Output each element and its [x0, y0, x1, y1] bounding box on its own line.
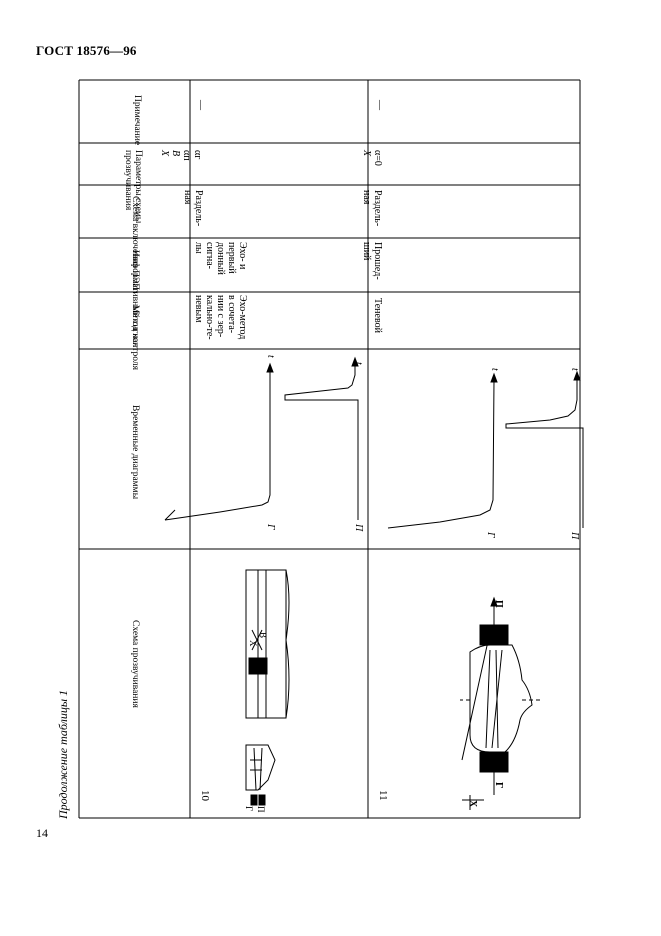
- row11-signal: Прошед- ший: [361, 242, 383, 280]
- row10-scheme-g: Г: [244, 806, 254, 812]
- row10-param-3: В: [170, 150, 181, 157]
- page-number: 14: [36, 826, 48, 840]
- time-diagram-row10: [164, 356, 359, 521]
- row10-method-4: кально-те-: [204, 295, 215, 340]
- time-diagram-row11: [387, 370, 584, 529]
- row11-pep-2: ная: [361, 190, 372, 205]
- row10-signal-3: донный: [215, 242, 226, 275]
- row11-param-2: Х: [361, 150, 372, 157]
- row10-method-2: в сочета-: [226, 295, 237, 334]
- row11-method-1: Теневой: [372, 298, 383, 333]
- row11-scheme-x: Х: [467, 800, 478, 808]
- row10-scheme-x: Х: [248, 640, 258, 647]
- row11-signal-2: ший: [361, 242, 372, 261]
- row10-method-1: Эхо-метод: [237, 295, 248, 340]
- row11-method: Теневой: [372, 298, 383, 333]
- scheme-row11: [460, 596, 540, 810]
- row10-param-2: αп: [181, 150, 192, 161]
- row11-diag-p: П: [569, 532, 580, 540]
- row10-note: —: [195, 100, 206, 110]
- row11-diag-t1: t: [489, 368, 500, 371]
- row10-pep-1: Раздель-: [193, 190, 204, 227]
- row10-method-5: невым: [193, 295, 204, 323]
- row10-diag-t1: t: [265, 355, 276, 358]
- row10-params: αг αп В Х: [159, 150, 203, 161]
- row10-diag-g: Г: [265, 524, 276, 530]
- row11-pep: Раздель- ная: [361, 190, 383, 226]
- row10-pep: Раздель- ная: [182, 190, 204, 226]
- scheme-row10-sketch: [245, 744, 276, 806]
- row10-pep-2: ная: [182, 190, 193, 205]
- header-sounding-scheme: Схема прозвучивания: [130, 620, 140, 708]
- row11-scheme-p: П: [493, 600, 504, 608]
- row10-signal-1: Эхо- и: [237, 242, 248, 270]
- row10-method: Эхо-метод в сочета- нии с зер- кально-те…: [193, 295, 248, 340]
- row10-method-3: нии с зер-: [215, 295, 226, 338]
- row10-scheme-p: П: [256, 806, 266, 813]
- scheme-row10-block: [245, 569, 290, 719]
- row11-note: —: [374, 100, 385, 110]
- row11-number: 11: [377, 790, 389, 801]
- header-method: Метод контроля: [130, 305, 140, 370]
- row11-scheme-g: Г: [493, 782, 504, 789]
- row11-diag-t2: t: [569, 368, 580, 371]
- row11-params: α=0 Х: [361, 150, 383, 166]
- row10-signal-2: первый: [226, 242, 237, 274]
- row10-signal-5: лы: [193, 242, 204, 254]
- row10-param-1: αг: [192, 150, 203, 160]
- row11-diag-g: Г: [485, 532, 496, 538]
- row10-diag-p: П: [353, 524, 364, 532]
- row10-param-4: Х: [159, 150, 170, 157]
- row10-diag-t2: t: [353, 362, 364, 365]
- row10-scheme-b: В: [258, 632, 268, 639]
- row10-signal-4: сигна-: [204, 242, 215, 270]
- header-note: Примечание: [132, 95, 142, 146]
- row11-signal-1: Прошед-: [372, 242, 383, 280]
- row11-pep-1: Раздель-: [372, 190, 383, 227]
- standard-code: ГОСТ 18576—96: [36, 43, 137, 58]
- row10-signal: Эхо- и первый донный сигна- лы: [193, 242, 248, 275]
- row10-number: 10: [199, 790, 211, 801]
- row11-param-1: α=0: [372, 150, 383, 166]
- header-time-diagrams: Временные диаграммы: [130, 405, 140, 500]
